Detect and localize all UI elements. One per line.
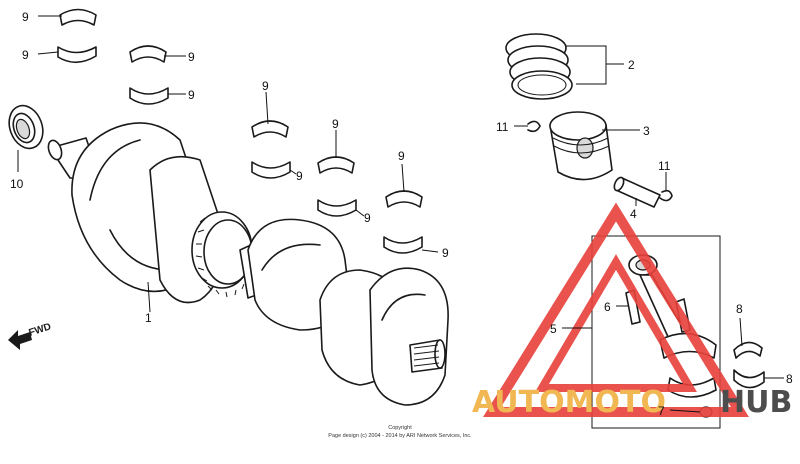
callout-8: 8: [736, 302, 743, 316]
callout-5: 5: [550, 322, 557, 336]
conrod-bearing-shell[interactable]: [733, 369, 765, 389]
callout-9: 9: [188, 88, 195, 102]
bearing-shell[interactable]: [317, 199, 357, 217]
copyright-line2: Page design (c) 2004 - 2014 by ARI Netwo…: [328, 433, 472, 439]
callout-9: 9: [398, 149, 405, 163]
watermark-text-automoto: AUTOMOTO: [472, 385, 666, 420]
callout-11: 11: [658, 159, 671, 173]
watermark-triangle-outer: [483, 202, 749, 417]
bearing-shell[interactable]: [383, 236, 423, 254]
connecting-rod[interactable]: [628, 254, 717, 398]
piston-pin-clip[interactable]: [659, 189, 673, 202]
fwd-indicator: FWD: [8, 321, 53, 350]
bearing-shell[interactable]: [317, 156, 355, 174]
bearing-shell[interactable]: [129, 45, 167, 63]
callout-2: 2: [628, 58, 635, 72]
callout-10: 10: [10, 177, 24, 191]
bearing-shell[interactable]: [251, 161, 291, 179]
bearing-shell[interactable]: [129, 87, 169, 105]
callout-9: 9: [262, 79, 269, 93]
bearing-shell[interactable]: [385, 190, 423, 208]
callout-9: 9: [332, 117, 339, 131]
piston-rings[interactable]: [505, 33, 573, 100]
piston-pin[interactable]: [612, 176, 661, 208]
automotohub-watermark: AUTOMOTO HUB: [472, 202, 792, 420]
fwd-arrow-icon: [8, 330, 32, 350]
callout-3: 3: [643, 124, 650, 138]
watermark-text-hub: HUB: [720, 385, 792, 420]
conrod-bearing-shell[interactable]: [733, 341, 763, 359]
crankshaft[interactable]: [46, 122, 449, 406]
watermark-triangle-inner: [535, 254, 697, 392]
callout-8: 8: [786, 372, 793, 386]
callout-9: 9: [22, 10, 29, 24]
callout-9: 9: [22, 48, 29, 62]
callout-11: 11: [496, 120, 509, 134]
callout-9: 9: [296, 169, 303, 183]
bearing-shell[interactable]: [59, 8, 97, 26]
piston-pin-clip[interactable]: [527, 120, 541, 133]
fwd-label: FWD: [28, 321, 53, 339]
crank-gear: [191, 211, 253, 298]
bearing-shell[interactable]: [251, 120, 289, 138]
bearing-shell-group-left: [57, 8, 169, 105]
bearing-shell-group-center: [251, 120, 423, 254]
conrod-box: [591, 235, 721, 429]
copyright-line1: Copyright: [388, 425, 412, 431]
bearing-shell[interactable]: [57, 46, 97, 64]
callout-4: 4: [630, 207, 637, 221]
callout-9: 9: [442, 246, 449, 260]
oil-seal[interactable]: [3, 101, 48, 153]
piston[interactable]: [549, 111, 613, 181]
callouts: 9 9 9 9 9 9 9 9 9 9 10 1 2 3 11 11 4 5: [10, 10, 793, 418]
callout-9: 9: [364, 211, 371, 225]
callout-6: 6: [604, 300, 611, 314]
callout-1: 1: [145, 311, 152, 325]
callout-9: 9: [188, 50, 195, 64]
callout-7: 7: [658, 404, 665, 418]
